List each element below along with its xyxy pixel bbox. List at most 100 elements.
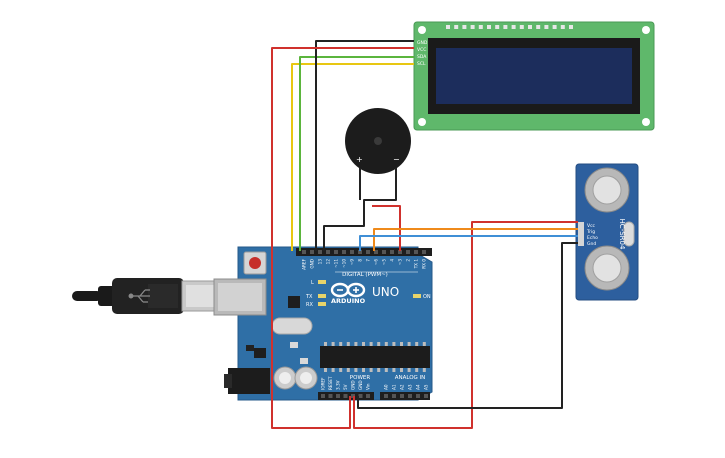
analog-pin-label: A5 (424, 384, 429, 390)
digital-pin-hole (366, 250, 370, 254)
power-label: POWER (350, 375, 371, 381)
led-l-label: L (311, 280, 314, 286)
sensor-pin-gnd: Gnd (587, 241, 596, 247)
led-rx-label: RX (306, 302, 313, 308)
lcd-hole-br (642, 118, 650, 126)
chip-leg (392, 368, 396, 372)
digital-label: DIGITAL (PWM~) (342, 272, 388, 278)
chip-leg (324, 368, 327, 372)
lcd-top-pin (462, 25, 467, 29)
lcd-top-pin (511, 25, 516, 29)
digital-pin-hole (302, 250, 306, 254)
digital-pin-label: TX 1 (414, 259, 419, 270)
analog-pin-hole (424, 394, 428, 398)
chip-leg (346, 368, 350, 372)
chip-leg (377, 368, 381, 372)
led-rx (318, 302, 326, 306)
arduino-brand: ARDUINO (331, 297, 366, 305)
analog-pin-label: A0 (384, 384, 389, 390)
chip-leg (331, 368, 335, 372)
reset-button-cap[interactable] (249, 257, 261, 269)
digital-pin-hole (414, 250, 418, 254)
lcd-top-pin (446, 25, 450, 29)
digital-pin-hole (334, 250, 338, 254)
lcd-top-pin (470, 25, 475, 29)
chip-leg (339, 342, 343, 346)
chip-leg (377, 342, 381, 346)
power-pin-hole (343, 394, 348, 398)
wires (271, 40, 578, 429)
usb-chip (288, 296, 300, 308)
lcd-top-pin (503, 25, 508, 29)
sensor-pin-vcc: Vcc (587, 223, 596, 229)
lcd-module: GND VCC SDA SCL (413, 21, 655, 131)
digital-pin-label: ~5 (382, 259, 387, 266)
digital-pin-label: RX 0 (422, 259, 427, 269)
chip-leg (400, 342, 403, 346)
power-pin-label: GND (358, 380, 363, 390)
analog-pin-hole (400, 394, 404, 398)
lcd-top-pin (478, 25, 483, 29)
chip-leg (407, 342, 411, 346)
digital-pin-hole (406, 250, 410, 254)
analog-pin-hole (416, 394, 420, 398)
analog-pin-hole (392, 394, 396, 398)
power-jack (228, 368, 270, 394)
analog-pin-label: A2 (400, 384, 405, 390)
analog-pin-hole (408, 394, 412, 398)
chip-leg (339, 368, 343, 372)
wire-lcd-sda (299, 56, 414, 251)
led-on (413, 294, 421, 298)
wire-sensor-echo (359, 235, 578, 251)
lcd-pin-vcc: VCC (417, 47, 426, 53)
chip-leg (369, 368, 373, 372)
chip-leg (422, 342, 426, 346)
sensor-pin-echo: Echo (587, 235, 598, 241)
digital-pin-label: ~9 (350, 259, 355, 266)
lcd-top-pin (544, 25, 549, 29)
chip-leg (369, 342, 373, 346)
digital-pin-label: 7 (366, 259, 371, 262)
lcd-top-pin (487, 25, 491, 29)
sensor-crystal (623, 221, 635, 247)
digital-pin-label: 12 (326, 259, 331, 265)
buzzer-minus: − (393, 155, 400, 164)
digital-pin-hole (398, 250, 402, 254)
chip-leg (362, 342, 365, 346)
digital-pin-label: AREF (302, 258, 307, 269)
atmega-chip (320, 342, 430, 372)
digital-pin-hole (326, 250, 330, 254)
lcd-pin-scl: SCL (417, 61, 426, 67)
lcd-hole-tr (642, 26, 650, 34)
digital-pin-hole (342, 250, 346, 254)
regulator (254, 348, 266, 358)
led-tx (318, 294, 326, 298)
chip-leg (331, 342, 335, 346)
analog-pin-label: A4 (416, 384, 421, 390)
digital-pin-label: ~6 (374, 259, 379, 266)
analog-header (380, 392, 430, 400)
led-on-label: ON (423, 294, 431, 300)
power-pin-hole (336, 394, 340, 398)
power-pin-label: RESET (328, 376, 333, 390)
power-pin-label: 5V (343, 384, 348, 390)
chip-leg (384, 342, 388, 346)
chip-leg (324, 342, 327, 346)
digital-pin-hole (422, 250, 426, 254)
usb-icon (128, 289, 150, 303)
digital-pin-label: ~10 (342, 259, 347, 268)
digital-pin-hole (358, 250, 362, 254)
wire-sensor-trig (373, 228, 578, 251)
digital-pin-label: 8 (358, 259, 363, 262)
digital-pin-hole (350, 250, 354, 254)
chip-leg (354, 342, 358, 346)
lcd-screen (436, 48, 632, 104)
lcd-top-pin (454, 25, 459, 29)
chip-leg (400, 368, 403, 372)
digital-pin-label: 13 (318, 259, 323, 265)
analog-pin-hole (384, 394, 388, 398)
sensor-pin-trig: Trig (586, 229, 595, 235)
analog-pin-label: A3 (408, 384, 413, 390)
power-pin-hole (321, 394, 325, 398)
